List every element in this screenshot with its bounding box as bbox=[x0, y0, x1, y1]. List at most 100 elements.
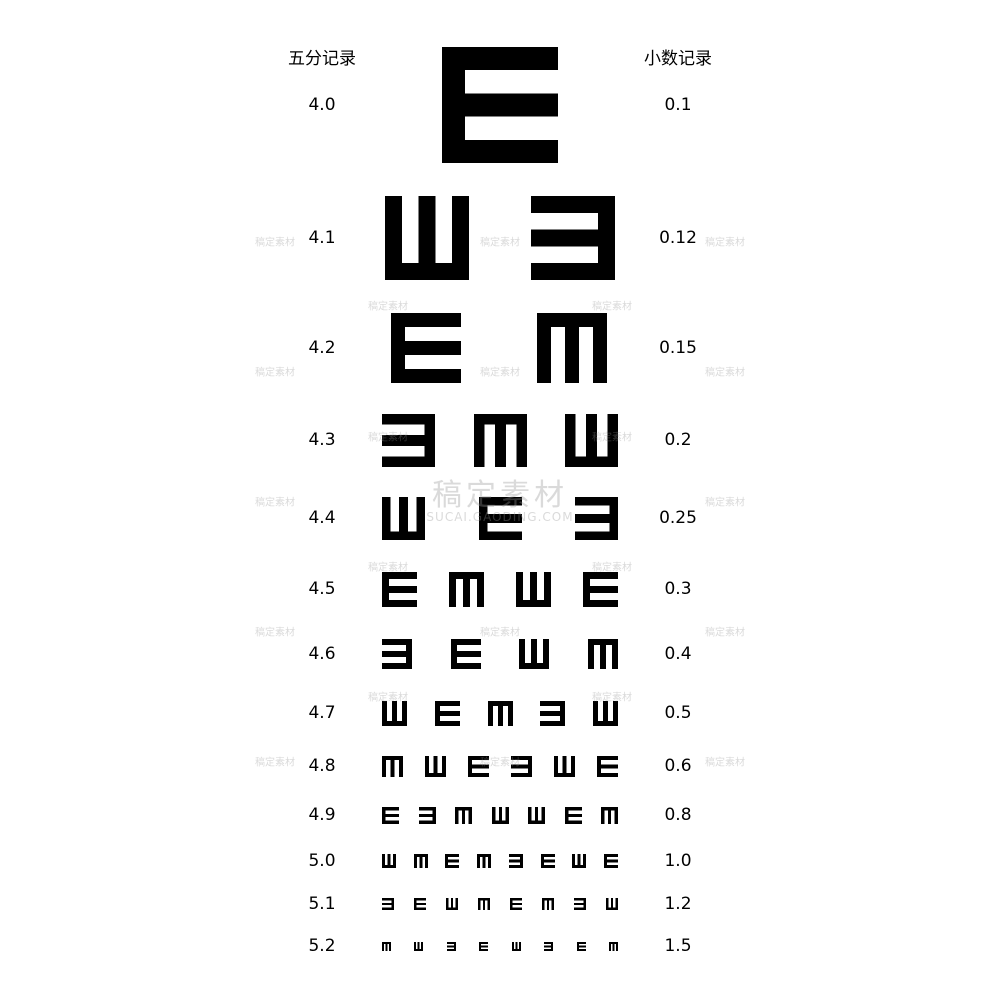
decimal-value: 0.4 bbox=[664, 644, 692, 664]
decimal-value: 0.6 bbox=[664, 756, 692, 776]
five-point-record-header: 五分记录 bbox=[288, 49, 356, 69]
optotype-e-down bbox=[542, 898, 554, 910]
optotype-e-right bbox=[442, 47, 558, 163]
optotype-e-right bbox=[434, 700, 460, 726]
optotype-e-up bbox=[511, 941, 521, 951]
optotype-e-up bbox=[554, 755, 575, 777]
optotype-e-left bbox=[382, 413, 435, 467]
watermark-small: 稿定素材 bbox=[255, 497, 295, 509]
optotype-e-down bbox=[382, 755, 403, 777]
optotype-e-right bbox=[450, 639, 481, 669]
optotype-e-up bbox=[446, 898, 458, 910]
optotype-e-left bbox=[382, 898, 394, 910]
watermark-small: 稿定素材 bbox=[480, 627, 520, 639]
decimal-value: 1.5 bbox=[664, 936, 692, 956]
optotype-e-down bbox=[473, 413, 527, 467]
optotype-e-down bbox=[487, 700, 513, 726]
optotype-e-up bbox=[382, 496, 425, 540]
optotype-e-right bbox=[583, 571, 618, 607]
optotype-e-right bbox=[604, 854, 618, 868]
five-point-value: 4.5 bbox=[308, 579, 336, 599]
optotype-e-down bbox=[382, 941, 391, 951]
optotype-e-down bbox=[609, 941, 618, 951]
five-point-value: 4.6 bbox=[308, 644, 336, 664]
optotype-e-up bbox=[414, 941, 424, 951]
optotype-e-down bbox=[455, 806, 472, 824]
decimal-value: 1.0 bbox=[664, 851, 692, 871]
optotype-e-right bbox=[479, 941, 489, 951]
five-point-value: 4.2 bbox=[308, 338, 336, 358]
optotype-e-down bbox=[537, 313, 607, 383]
optotype-e-right bbox=[576, 941, 586, 951]
five-point-value: 4.7 bbox=[308, 703, 336, 723]
five-point-value: 4.3 bbox=[308, 430, 336, 450]
watermark-small: 稿定素材 bbox=[592, 301, 632, 313]
optotype-e-up bbox=[385, 196, 469, 280]
optotype-e-left bbox=[446, 941, 456, 951]
watermark-small: 稿定素材 bbox=[368, 301, 408, 313]
decimal-value: 1.2 bbox=[664, 894, 692, 914]
optotype-e-down bbox=[413, 854, 428, 868]
watermark-small: 稿定素材 bbox=[480, 367, 520, 379]
optotype-e-right bbox=[382, 806, 399, 824]
five-point-value: 4.1 bbox=[308, 228, 336, 248]
optotype-e-left bbox=[575, 496, 618, 540]
optotype-e-left bbox=[544, 941, 554, 951]
five-point-value: 5.2 bbox=[308, 936, 336, 956]
optotype-e-left bbox=[418, 806, 436, 824]
optotype-e-right bbox=[478, 496, 522, 540]
decimal-value: 0.25 bbox=[659, 508, 697, 528]
optotype-e-right bbox=[468, 755, 489, 777]
optotype-e-up bbox=[516, 571, 551, 607]
five-point-value: 4.4 bbox=[308, 508, 336, 528]
optotype-e-down bbox=[477, 854, 492, 868]
optotype-e-left bbox=[382, 639, 412, 669]
five-point-value: 4.0 bbox=[308, 95, 336, 115]
decimal-value: 0.2 bbox=[664, 430, 692, 450]
optotype-e-right bbox=[564, 806, 582, 824]
watermark-small: 稿定素材 bbox=[255, 627, 295, 639]
optotype-e-left bbox=[531, 196, 615, 280]
optotype-e-left bbox=[540, 700, 566, 726]
optotype-e-right bbox=[382, 571, 417, 607]
watermark-small: 稿定素材 bbox=[705, 367, 745, 379]
optotype-e-right bbox=[540, 854, 555, 868]
watermark-small: 稿定素材 bbox=[705, 497, 745, 509]
decimal-record-header: 小数记录 bbox=[644, 49, 712, 69]
five-point-value: 4.8 bbox=[308, 756, 336, 776]
decimal-value: 0.12 bbox=[659, 228, 697, 248]
optotype-e-up bbox=[382, 700, 407, 726]
five-point-value: 5.0 bbox=[308, 851, 336, 871]
decimal-value: 0.8 bbox=[664, 805, 692, 825]
optotype-e-left bbox=[508, 854, 523, 868]
optotype-e-right bbox=[414, 898, 426, 910]
optotype-e-right bbox=[597, 755, 618, 777]
five-point-value: 4.9 bbox=[308, 805, 336, 825]
five-point-value: 5.1 bbox=[308, 894, 336, 914]
optotype-e-left bbox=[511, 755, 532, 777]
optotype-e-up bbox=[606, 898, 618, 910]
optotype-e-up bbox=[519, 639, 550, 669]
watermark-small: 稿定素材 bbox=[480, 237, 520, 249]
optotype-e-up bbox=[425, 755, 446, 777]
optotype-e-up bbox=[491, 806, 509, 824]
optotype-e-down bbox=[588, 639, 618, 669]
optotype-e-right bbox=[510, 898, 522, 910]
optotype-e-up bbox=[382, 854, 396, 868]
optotype-e-right bbox=[445, 854, 460, 868]
watermark-small: 稿定素材 bbox=[705, 627, 745, 639]
optotype-e-up bbox=[593, 700, 618, 726]
optotype-e-right bbox=[391, 313, 461, 383]
optotype-e-up bbox=[565, 413, 618, 467]
optotype-e-down bbox=[478, 898, 490, 910]
optotype-e-up bbox=[572, 854, 587, 868]
optotype-e-left bbox=[574, 898, 586, 910]
optotype-e-down bbox=[449, 571, 484, 607]
decimal-value: 0.1 bbox=[664, 95, 692, 115]
watermark-small: 稿定素材 bbox=[255, 367, 295, 379]
decimal-value: 0.3 bbox=[664, 579, 692, 599]
optotype-e-up bbox=[528, 806, 545, 824]
optotype-e-down bbox=[601, 806, 618, 824]
decimal-value: 0.5 bbox=[664, 703, 692, 723]
decimal-value: 0.15 bbox=[659, 338, 697, 358]
